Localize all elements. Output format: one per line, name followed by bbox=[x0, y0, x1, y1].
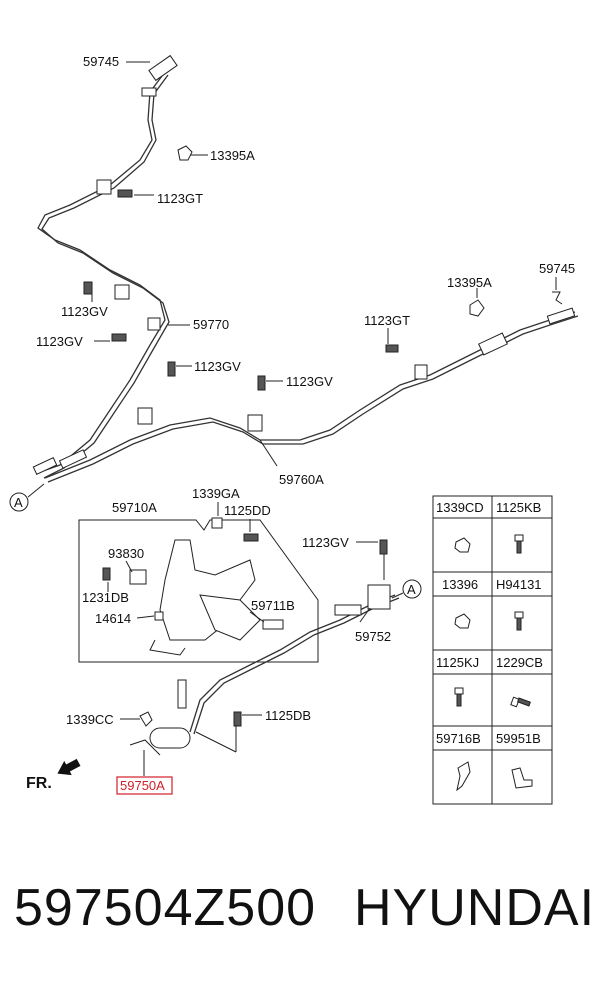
label-59711b: 59711B bbox=[251, 598, 295, 613]
bolt-icon bbox=[454, 687, 464, 707]
nut-icon bbox=[454, 537, 471, 553]
table-cell-r0c0: 1339CD bbox=[436, 500, 484, 515]
clip-icon bbox=[456, 761, 471, 792]
nut-icon bbox=[454, 613, 471, 629]
labels: 59745 13395A 1123GT 13395A 59745 1123GV … bbox=[36, 54, 575, 795]
front-cable bbox=[129, 539, 400, 756]
leader-lines bbox=[91, 61, 557, 776]
table-cell-r2c1: 1229CB bbox=[496, 655, 543, 670]
front-arrow-icon bbox=[57, 758, 81, 776]
front-label: FR. bbox=[26, 775, 52, 792]
label-1339cc: 1339CC bbox=[66, 712, 114, 727]
bolt-icon bbox=[514, 534, 524, 554]
footer-brand: HYUNDAI bbox=[354, 879, 596, 937]
label-14614: 14614 bbox=[95, 611, 131, 626]
label-59745-top: 59745 bbox=[83, 54, 119, 69]
label-59745-right: 59745 bbox=[539, 261, 575, 276]
callout-a-right: A bbox=[391, 579, 422, 599]
label-13395a-right: 13395A bbox=[447, 275, 492, 290]
right-cable bbox=[44, 291, 579, 483]
table-cell-r1c0: 13396 bbox=[442, 577, 478, 592]
front-direction-indicator: FR. bbox=[26, 758, 81, 792]
table-cell-r2c0: 1125KJ bbox=[436, 655, 479, 670]
label-59750a: 59750A bbox=[120, 778, 165, 793]
label-1125db: 1125DB bbox=[265, 708, 311, 723]
label-59770: 59770 bbox=[193, 317, 229, 332]
footer-part-number: 597504Z500 bbox=[14, 879, 317, 937]
label-13395a-top: 13395A bbox=[210, 148, 255, 163]
label-1339ga: 1339GA bbox=[192, 486, 240, 501]
label-1125dd: 1125DD bbox=[224, 503, 271, 518]
label-1123gv-e: 1123GV bbox=[302, 535, 349, 550]
label-1123gt-mid: 1123GT bbox=[364, 313, 410, 328]
label-1231db: 1231DB bbox=[82, 590, 129, 605]
callout-a-right-text: A bbox=[407, 582, 416, 597]
lever-assembly bbox=[78, 517, 319, 663]
label-1123gv-d: 1123GV bbox=[286, 374, 333, 389]
screw-icon bbox=[510, 696, 531, 708]
label-1123gv-a: 1123GV bbox=[61, 304, 108, 319]
table-cell-r1c1: H94131 bbox=[496, 577, 542, 592]
callout-a-left-text: A bbox=[14, 495, 23, 510]
highlight-box bbox=[116, 776, 173, 795]
bracket-icon bbox=[511, 767, 533, 789]
parts-table: 1339CD 1125KB 13396 H94131 1125KJ 1229CB… bbox=[432, 495, 553, 805]
table-cell-r3c0: 59716B bbox=[436, 731, 481, 746]
footer: 597504Z500 HYUNDAI bbox=[0, 872, 600, 952]
label-1123gv-c: 1123GV bbox=[194, 359, 241, 374]
table-cell-r0c1: 1125KB bbox=[496, 500, 541, 515]
label-1123gt-top: 1123GT bbox=[157, 191, 203, 206]
callout-a-left: A bbox=[9, 483, 45, 512]
label-93830: 93830 bbox=[108, 546, 144, 561]
label-59710a: 59710A bbox=[112, 500, 157, 515]
table-cell-r3c1: 59951B bbox=[496, 731, 541, 746]
upper-left-cable bbox=[32, 54, 193, 479]
bolt-icon bbox=[514, 611, 524, 631]
label-59752: 59752 bbox=[355, 629, 391, 644]
label-59760a: 59760A bbox=[279, 472, 324, 487]
label-1123gv-b: 1123GV bbox=[36, 334, 83, 349]
